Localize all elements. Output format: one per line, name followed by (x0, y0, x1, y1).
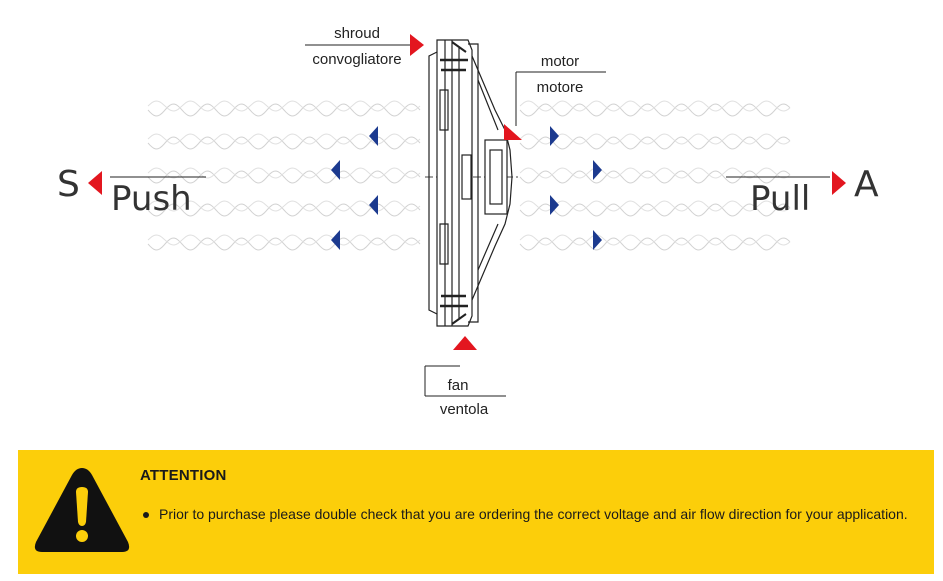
airflow-wave-line (519, 234, 791, 246)
airflow-wave-line (147, 100, 421, 112)
airflow-waves-offset (147, 100, 791, 246)
fan-label-it: ventola (440, 401, 489, 418)
shroud-pointer-arrow (410, 34, 424, 56)
motor-pointer-arrow (504, 124, 522, 140)
pull-direction-arrow (832, 171, 846, 195)
pull-flow-arrow (550, 195, 559, 215)
fan-assembly (428, 39, 513, 327)
push-flow-arrow (369, 126, 378, 146)
attention-title: ATTENTION (140, 467, 227, 484)
leader-lines (110, 44, 830, 397)
shroud-label-it: convogliatore (312, 51, 401, 68)
airflow-wave-line (519, 100, 791, 112)
airflow-wave-line (519, 203, 791, 217)
motor-label: motor (541, 53, 579, 70)
airflow-wave-line (519, 167, 791, 179)
attention-list: Prior to purchase please double check th… (140, 506, 910, 522)
airflow-wave-line (519, 103, 791, 117)
pull-flow-arrow (593, 160, 602, 180)
bullet-icon (143, 512, 149, 518)
shroud-label: shroud (334, 25, 380, 42)
airflow-wave-line (147, 103, 421, 117)
push-side-letter: S (57, 164, 80, 205)
push-flow-arrow (331, 160, 340, 180)
airflow-wave-line (147, 167, 421, 179)
airflow-direction-arrows (331, 126, 602, 250)
fan-label: fan (448, 377, 469, 394)
attention-item: Prior to purchase please double check th… (140, 506, 910, 522)
red-arrows (88, 34, 846, 350)
airflow-wave-line (519, 136, 791, 150)
push-label: Push (111, 179, 192, 219)
pull-flow-arrow (550, 126, 559, 146)
airflow-wave-line (519, 133, 791, 145)
airflow-wave-line (519, 170, 791, 184)
airflow-wave-line (519, 237, 791, 251)
push-direction-arrow (88, 171, 102, 195)
motor-label-it: motore (537, 79, 584, 96)
push-flow-arrow (331, 230, 340, 250)
airflow-wave-line (147, 170, 421, 184)
attention-item-text: Prior to purchase please double check th… (159, 506, 908, 522)
push-flow-arrow (369, 195, 378, 215)
airflow-wave-line (519, 200, 791, 212)
airflow-wave-line (147, 133, 421, 145)
fan-pointer-arrow (453, 336, 477, 350)
airflow-waves (147, 103, 791, 251)
attention-banner: ATTENTION Prior to purchase please doubl… (18, 450, 934, 574)
airflow-wave-line (147, 237, 421, 251)
pull-label: Pull (750, 179, 810, 219)
fan-airflow-diagram: shroud convogliatore motor motore fan ve… (57, 25, 879, 418)
airflow-wave-line (147, 234, 421, 246)
pull-flow-arrow (593, 230, 602, 250)
pull-side-letter: A (854, 164, 879, 205)
warning-triangle-icon (34, 468, 130, 552)
